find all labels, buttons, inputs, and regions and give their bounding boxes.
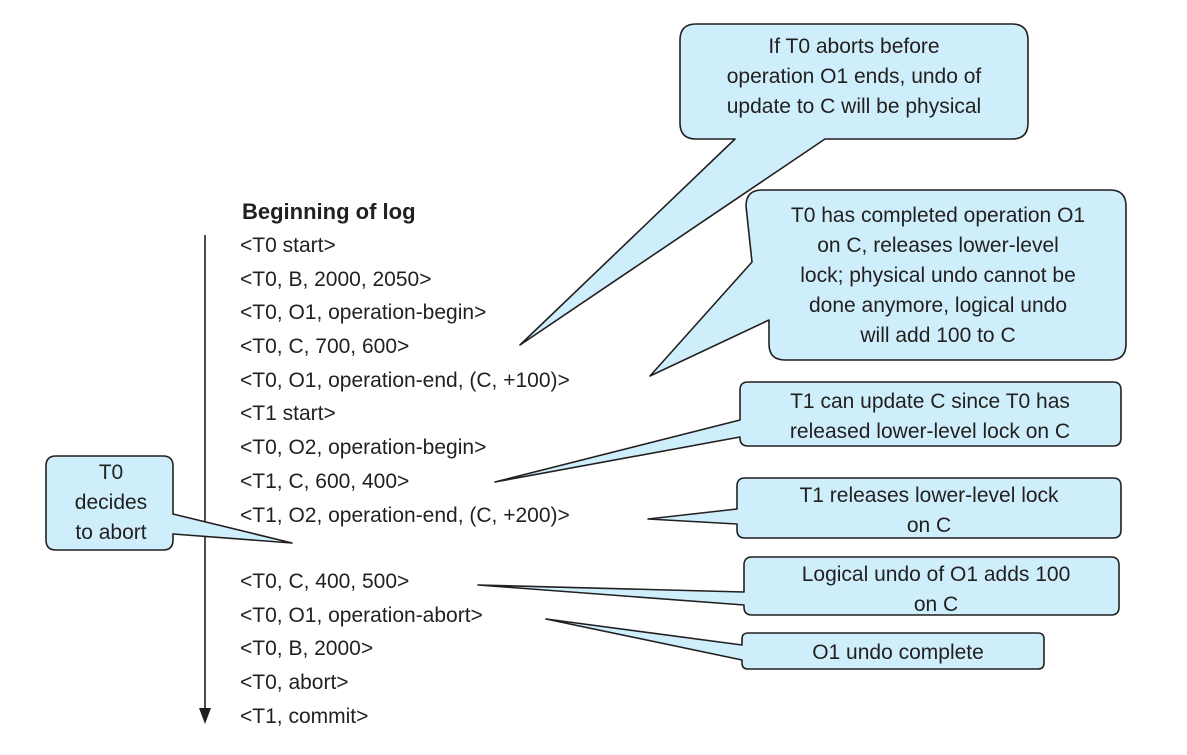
callout-text: T1 can update C since T0 has [790, 390, 1070, 413]
log-entry: <T1, C, 600, 400> [240, 470, 409, 493]
callout-logical-undo-o1: Logical undo of O1 adds 100 on C [477, 556, 1120, 616]
callout-text: If T0 aborts before [768, 35, 939, 58]
callout-text: operation O1 ends, undo of [727, 65, 982, 88]
log-entries: <T0 start> <T0, B, 2000, 2050> <T0, O1, … [240, 234, 570, 728]
log-entry: <T0, C, 700, 600> [240, 335, 409, 358]
callout-t0-decides-abort: T0 decides to abort [45, 455, 293, 551]
log-entry: <T0 start> [240, 234, 336, 257]
callout-text: T0 has completed operation O1 [791, 204, 1085, 227]
callout-text: Logical undo of O1 adds 100 [802, 563, 1071, 586]
log-entry: <T0, O2, operation-begin> [240, 436, 486, 459]
callout-text: to abort [75, 521, 146, 544]
callout-text: T1 releases lower-level lock [799, 484, 1059, 507]
callout-text: lock; physical undo cannot be [800, 264, 1076, 287]
log-entry: <T0, B, 2000, 2050> [240, 268, 431, 291]
log-entry: <T0, O1, operation-begin> [240, 301, 486, 324]
log-entry: <T1, O2, operation-end, (C, +200)> [240, 504, 570, 527]
callout-text: on C [914, 593, 958, 616]
callout-text: done anymore, logical undo [809, 294, 1067, 317]
callout-t0-completed-o1: T0 has completed operation O1 on C, rele… [649, 189, 1127, 377]
log-entry: <T0, O1, operation-end, (C, +100)> [240, 369, 570, 392]
callout-t1-can-update-c: T1 can update C since T0 has released lo… [494, 381, 1122, 483]
callout-text: on C, releases lower-level [817, 234, 1059, 257]
callout-text: T0 [99, 461, 124, 484]
callout-t1-releases-lock: T1 releases lower-level lock on C [647, 477, 1122, 539]
log-entry: <T1, commit> [240, 705, 368, 728]
callout-text: on C [907, 514, 951, 537]
callout-t0-aborts-before-o1-ends: If T0 aborts before operation O1 ends, u… [519, 23, 1029, 346]
callout-text: O1 undo complete [812, 641, 984, 664]
log-heading: Beginning of log [242, 199, 416, 224]
log-entry: <T0, C, 400, 500> [240, 570, 409, 593]
callout-o1-undo-complete: O1 undo complete [545, 618, 1045, 670]
log-entry: <T0, abort> [240, 671, 349, 694]
callout-text: released lower-level lock on C [790, 420, 1070, 443]
callout-text: update to C will be physical [727, 95, 981, 118]
callout-text: will add 100 to C [859, 324, 1015, 347]
callout-text: decides [75, 491, 147, 514]
log-entry: <T0, B, 2000> [240, 637, 373, 660]
time-arrow [199, 235, 211, 724]
log-entry: <T1 start> [240, 402, 336, 425]
log-entry: <T0, O1, operation-abort> [240, 604, 483, 627]
